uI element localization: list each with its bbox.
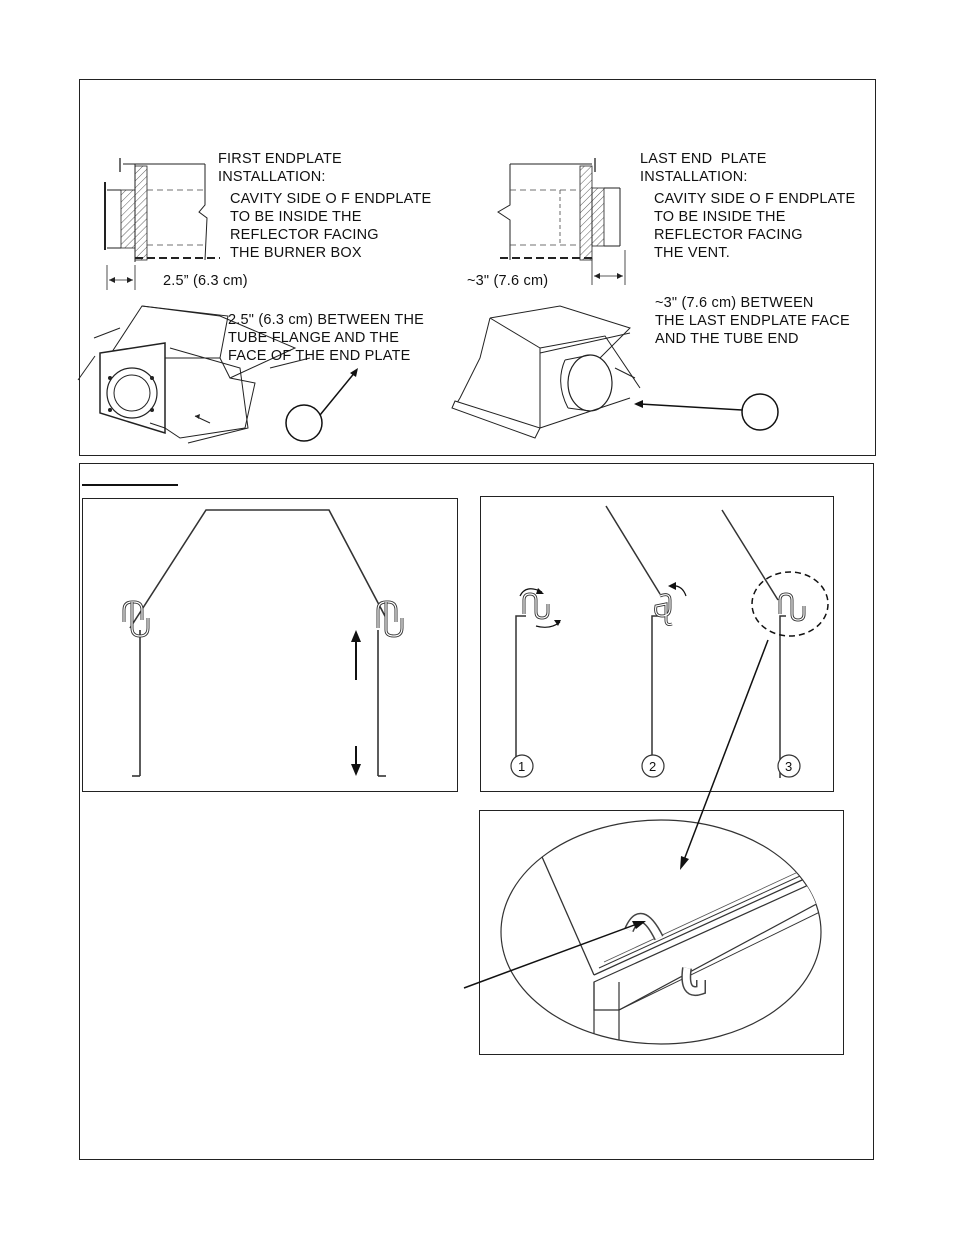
reflector-hanger-panel xyxy=(82,498,458,792)
step-marker-2 xyxy=(641,754,665,778)
zoom-connector-arrow xyxy=(680,639,769,870)
callout-arrow-first xyxy=(285,368,358,442)
hook-pointer-arrow xyxy=(463,921,646,989)
step-label-2: 2 xyxy=(649,759,657,774)
last-endplate-note: CAVITY SIDE O F ENDPLATE TO BE INSIDE TH… xyxy=(654,191,856,261)
figure-heading-underline xyxy=(82,484,178,486)
endplate-installation-figure xyxy=(79,79,876,456)
first-endplate-note: CAVITY SIDE O F ENDPLATE TO BE INSIDE TH… xyxy=(230,191,432,261)
callout-arrow-last xyxy=(634,393,779,431)
last-endplate-detail: ~3" (7.6 cm) BETWEEN THE LAST ENDPLATE F… xyxy=(655,295,850,347)
step-marker-1 xyxy=(510,754,534,778)
last-endplate-dimension: ~3" (7.6 cm) xyxy=(467,273,549,289)
hanger-detail-drawing xyxy=(500,819,822,1045)
last-endplate-title: LAST END PLATE INSTALLATION: xyxy=(640,151,767,185)
reflector-hanger-drawing xyxy=(122,509,404,777)
first-endplate-perspective-drawing xyxy=(77,305,311,444)
first-endplate-dimension: 2.5” (6.3 cm) xyxy=(163,273,248,289)
first-endplate-title: FIRST ENDPLATE INSTALLATION: xyxy=(218,151,342,185)
last-endplate-section-drawing xyxy=(497,158,626,285)
first-endplate-section-drawing xyxy=(104,158,220,290)
hanger-installation-figure xyxy=(79,463,874,1160)
last-endplate-perspective-drawing xyxy=(451,305,641,439)
hanger-steps-panel xyxy=(480,496,834,792)
step-label-3: 3 xyxy=(785,759,793,774)
hanger-steps-drawing xyxy=(510,505,829,778)
step-label-1: 1 xyxy=(518,759,526,774)
step-marker-3 xyxy=(777,754,801,778)
first-endplate-detail: 2.5" (6.3 cm) BETWEEN THE TUBE FLANGE AN… xyxy=(228,312,424,364)
